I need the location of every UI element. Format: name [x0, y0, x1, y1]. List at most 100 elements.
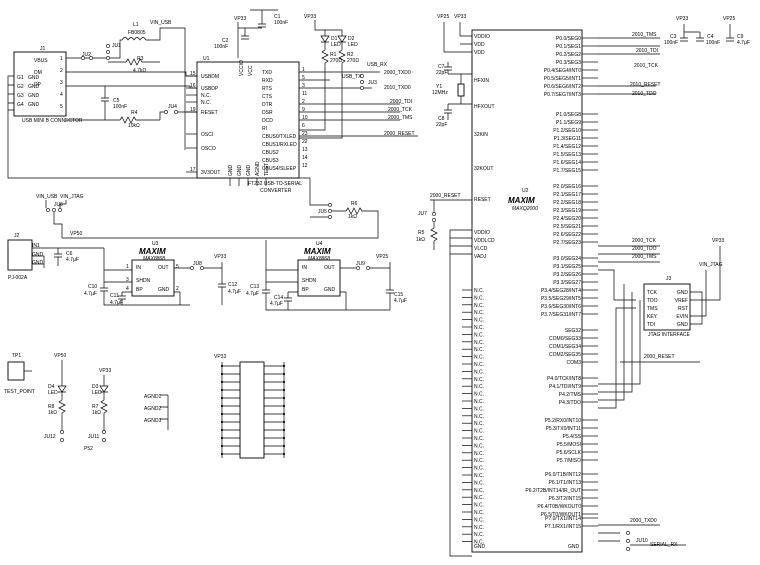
- jumper-ju5[interactable]: JU5: [318, 203, 332, 219]
- r2-value: 270Ω: [347, 58, 359, 64]
- u2-port-pin: COM0/SEG33: [549, 336, 581, 342]
- j2-ref: J2: [14, 233, 20, 239]
- jumper-ju2[interactable]: JU2: [81, 52, 93, 60]
- u1-right-pin-label: CBUS0/TXLED: [262, 134, 297, 140]
- resistor-r3: R3 4.7kΩ: [108, 56, 160, 74]
- u2-pin-vadj: VADJ: [474, 254, 487, 260]
- vp33-label-1: VP33: [234, 16, 246, 22]
- ju5-ref: JU5: [318, 209, 327, 215]
- d4-value: LED: [48, 390, 58, 396]
- svg-text:2: 2: [176, 286, 179, 292]
- r2-ref: R2: [347, 52, 354, 58]
- c3-value: 100nF: [664, 40, 678, 46]
- u2-port-pin: P1.5/SEG13: [553, 152, 581, 158]
- u2-pwr-vdd2: VDD: [474, 50, 485, 56]
- j1-pin-gnd4: GND: [28, 102, 40, 108]
- net-2000-reset-j3: 2000_RESET: [644, 354, 675, 360]
- u1-bottom-pin-label: GND: [228, 165, 234, 177]
- u2-port-pin: P1.7/SEG15: [553, 168, 581, 174]
- u1-right-pin-number: 2: [302, 99, 305, 105]
- u2-nc-pin: N.C.: [474, 362, 484, 368]
- u1-right-pin-label: RI: [262, 126, 267, 132]
- u2-pin-reset: RESET: [474, 197, 491, 203]
- led-d1: VP33 D1 LED: [304, 14, 343, 48]
- u1-right-pin-label: CBUS4/SLEEP: [262, 166, 297, 172]
- u1-right-pin-number: 23: [302, 131, 308, 137]
- u1-left-pin-label: N.C.: [201, 100, 211, 106]
- j1-shell-g3: G3: [17, 93, 24, 99]
- u2-port-pin: P5.7/MISO: [557, 458, 582, 464]
- ju1-ref: JU1: [112, 43, 121, 49]
- c1-value: 100nF: [274, 20, 288, 26]
- power-jack-j2: J2 IN1 GND GND PJ-002A VP50 C6 4.7µF: [7, 231, 104, 281]
- u1-right-pin-label: CBUS3: [262, 158, 279, 164]
- u4-pin-shdn: SHDN: [302, 278, 317, 284]
- u2-port-pin: P2.5/SEG21: [553, 224, 581, 230]
- u2-nc-pin: N.C.: [474, 399, 484, 405]
- u3-pin-gnd: GND: [158, 287, 170, 293]
- u2-part: MAXQ2000: [512, 206, 538, 212]
- u2-port-pin: P2.0/SEG16: [553, 184, 581, 190]
- u1-right-pin-label: CBUS2: [262, 150, 279, 156]
- u1-right-pin-number: 6: [302, 123, 305, 129]
- jtag-connector-j3: J3 VP33 VIN_JTAG JTAG INTERFACE TCKTDOTM…: [643, 238, 724, 338]
- jumper-ju9[interactable]: JU9: [356, 261, 390, 270]
- u1-name-1: FT232 USB-TO-SERIAL: [248, 181, 302, 187]
- svg-text:1: 1: [126, 264, 129, 270]
- u2-port-pin: P3.4/SEG28/INT4: [541, 288, 581, 294]
- vp25-label-1: VP25: [376, 254, 388, 260]
- ju7-ref: JU7: [418, 211, 427, 217]
- u1-right-pin-number: 9: [302, 107, 305, 113]
- ju11-ref: JU11: [88, 434, 100, 440]
- u2-nc-pin: N.C.: [474, 347, 484, 353]
- r3-value: 4.7kΩ: [133, 68, 146, 74]
- u4-pin-in: IN: [302, 265, 307, 271]
- u2-port-pin: P7.0/TX1/INT14: [545, 516, 581, 522]
- net-2000-tdi: 2000_TDI: [390, 99, 412, 105]
- u1-left-pin-number: 19: [190, 107, 196, 113]
- u1-ref: U1: [203, 56, 210, 62]
- vin-jtag-label-2: VIN_JTAG: [699, 262, 723, 268]
- u4-pin-out: OUT: [324, 265, 335, 271]
- c14-ref: C14: [274, 295, 283, 301]
- r7-ref: R7: [92, 404, 99, 410]
- net-2000-txd0-u2: 2000_TXD0: [630, 518, 657, 524]
- jumper-ju1[interactable]: JU1: [106, 43, 121, 60]
- u2-nc-pin: N.C.: [474, 525, 484, 531]
- u2-port-pin: P4.0/TCK/INT8: [547, 376, 581, 382]
- u2-nc-pin: N.C.: [474, 451, 484, 457]
- u3-pin-bp: BP: [136, 287, 143, 293]
- u2-port-pin: P5.5/MOSI: [557, 442, 581, 448]
- j2-name: PJ-002A: [8, 275, 28, 281]
- c9-value: 4.7µF: [737, 40, 750, 46]
- u1-name-2: CONVERTER: [260, 188, 292, 194]
- vp33-label-5: VP33: [214, 354, 226, 360]
- jumper-ju8[interactable]: JU8: [190, 261, 222, 270]
- c9-ref: C9: [737, 34, 744, 40]
- r5-value: 1kΩ: [416, 237, 425, 243]
- u2-port-pin: P1.3/SEG11: [554, 136, 582, 142]
- d2-ref: D2: [348, 36, 355, 42]
- jumper-ju3[interactable]: JU3: [360, 74, 377, 90]
- j1-pin-gnd3: GND: [28, 93, 40, 99]
- u1-left-pin-number: 16: [190, 83, 196, 89]
- u1-right-pin-label: RTS: [262, 86, 273, 92]
- agnd2-label: AGND2: [144, 406, 161, 412]
- u1-right-pin-number: 11: [302, 91, 307, 97]
- u2-port-pin: P6.0/T1B/INT12: [545, 472, 581, 478]
- u1-right-pin-number: 5: [302, 75, 305, 81]
- capacitor-c5: C5 100nF: [101, 86, 127, 120]
- u1-left-pin-label: OSCI: [201, 132, 213, 138]
- vp33-label-3: VP33: [214, 254, 226, 260]
- u2-port-pin: P2.3/SEG19: [553, 208, 581, 214]
- capacitor-c15: VP25 C15 4.7µF: [376, 254, 407, 310]
- jumper-ju6[interactable]: VIN_USB VIN_JTAG JU6: [36, 194, 84, 238]
- u2-nc-pin: N.C.: [474, 532, 484, 538]
- net-2010-tms: 2010_TMS: [632, 32, 657, 38]
- vp33-label-2: VP33: [304, 14, 316, 20]
- regulator-u3: U3 MAXIM MAX8868 IN SHDN BP OUT GND 1 3 …: [103, 241, 190, 305]
- u2-port-pin: P5.4/SS: [563, 434, 582, 440]
- ju6-ref: JU6: [54, 202, 63, 208]
- net-2000-tms-j3: 2000_TMS: [632, 254, 657, 260]
